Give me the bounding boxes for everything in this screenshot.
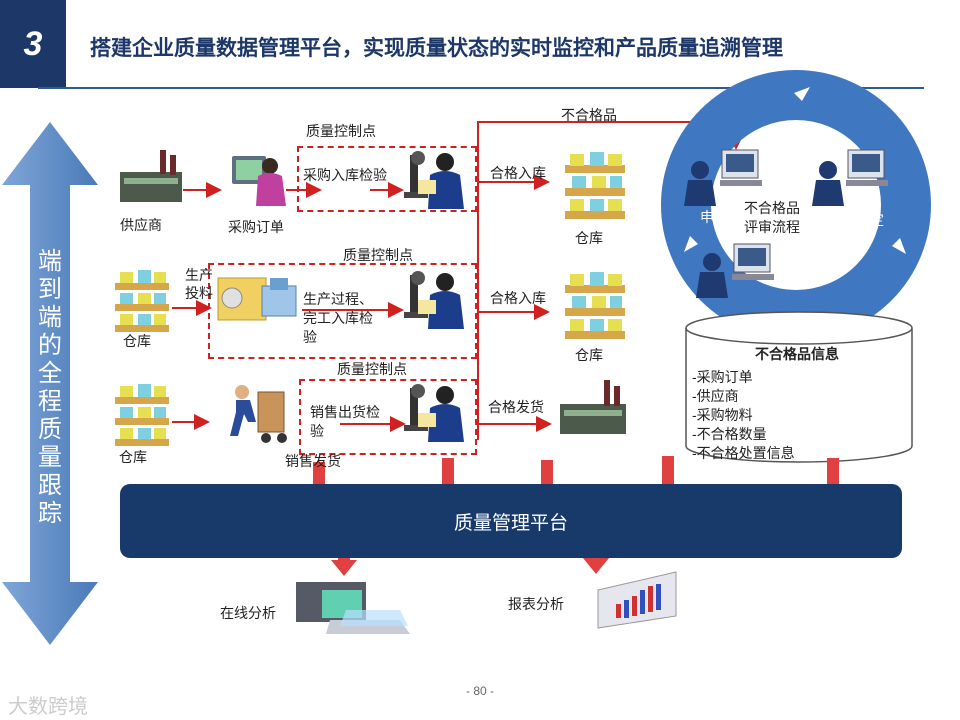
qualified-ship-label: 合格发货 [488, 398, 544, 416]
purchase-order-label: 采购订单 [228, 218, 284, 236]
cycle-record-label: 记录 [795, 265, 823, 283]
reviewer-computer-icon-2 [812, 150, 888, 206]
watermark: 大数跨境 [8, 690, 88, 719]
warehouse-label-4: 仓库 [119, 448, 147, 466]
nonconforming-info-item: -不合格数量 [692, 425, 902, 444]
customer-factory-icon [560, 380, 626, 434]
cycle-center-label: 不合格品 评审流程 [744, 199, 800, 237]
qualified-in-label-2: 合格入库 [490, 289, 546, 307]
report-chart-icon [598, 572, 676, 628]
cycle-apply-label: 申请 [700, 208, 728, 226]
shipping-worker-icon [230, 385, 287, 443]
nonconforming-line-label: 不合格品 [561, 106, 617, 124]
side-arrow-label: 端到端的全程质量跟踪 [34, 248, 66, 528]
nonconforming-info-title: 不合格品信息 [692, 345, 902, 364]
sales-inspection-label: 销售出货检 验 [310, 403, 380, 441]
warehouse-label-1: 仓库 [575, 229, 603, 247]
control-point-label-3: 质量控制点 [337, 360, 407, 378]
report-analysis-label: 报表分析 [508, 595, 564, 613]
warehouse-icon-4 [115, 384, 169, 446]
production-input-label: 生产投料 [185, 266, 215, 302]
cycle-judge-label: 判定 [856, 211, 884, 229]
supplier-factory-icon [120, 150, 182, 202]
purchase-order-person-icon [232, 156, 286, 206]
shipping-label: 销售发货 [285, 452, 341, 470]
quality-management-platform: 质量管理平台 [120, 484, 902, 558]
warehouse-icon-1 [565, 152, 625, 219]
online-analysis-label: 在线分析 [220, 604, 276, 622]
purchase-inspection-label: 采购入库检验 [303, 166, 387, 184]
warehouse-icon-2 [115, 270, 169, 332]
qualified-in-label-1: 合格入库 [490, 164, 546, 182]
nonconforming-info-item: -供应商 [692, 387, 902, 406]
warehouse-label-2: 仓库 [123, 332, 151, 350]
nonconforming-info-item: -采购订单 [692, 368, 902, 387]
production-inspection-label: 生产过程、 完工入库检 验 [303, 290, 373, 347]
page-number: - 80 - [0, 684, 960, 698]
nonconforming-info: 不合格品信息 -采购订单 -供应商 -采购物料 -不合格数量 -不合格处置信息 [692, 345, 902, 463]
warehouse-label-3: 仓库 [575, 346, 603, 364]
control-point-label-2: 质量控制点 [343, 246, 413, 264]
warehouse-icon-3 [565, 272, 625, 339]
online-analysis-computer-icon [296, 582, 410, 634]
control-point-label-1: 质量控制点 [306, 122, 376, 140]
supplier-label: 供应商 [120, 216, 162, 234]
nonconforming-info-item: -不合格处置信息 [692, 444, 902, 463]
nonconforming-info-item: -采购物料 [692, 406, 902, 425]
